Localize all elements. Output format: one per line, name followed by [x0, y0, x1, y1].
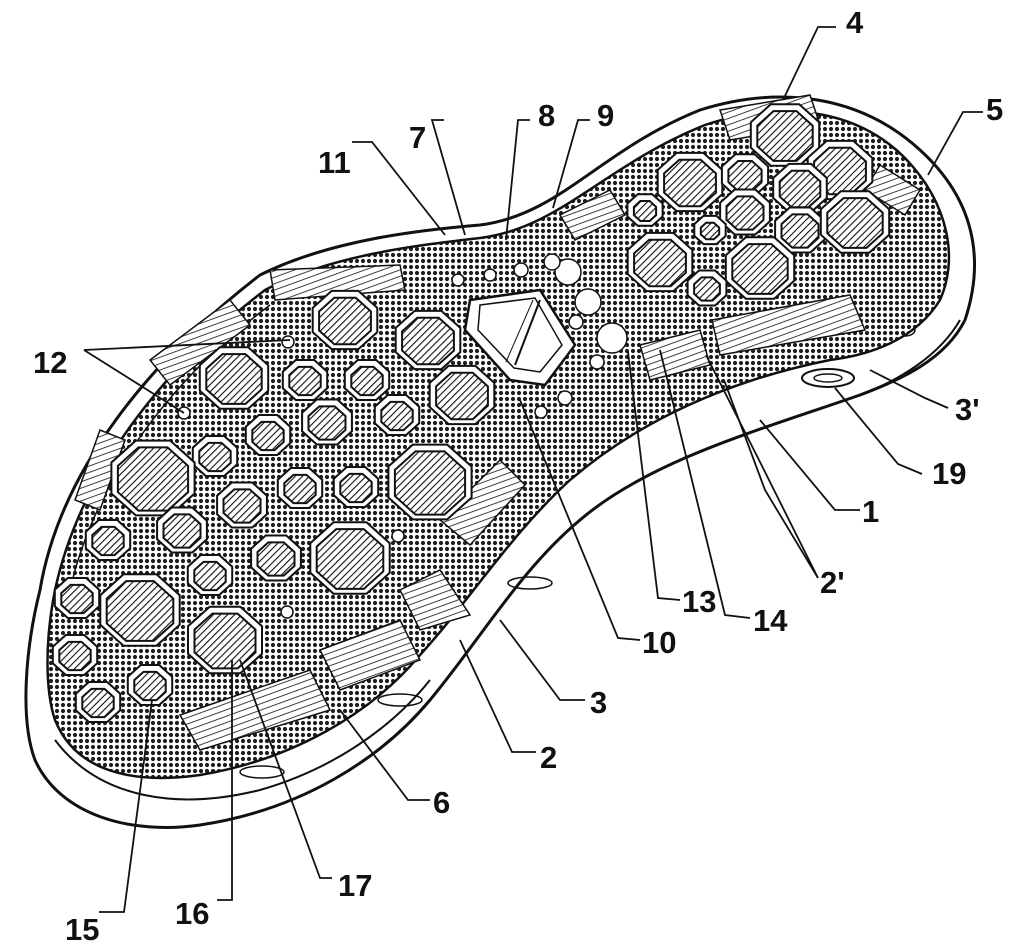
octagon-stud [186, 554, 234, 596]
octagon-stud [693, 214, 727, 246]
leader-5 [927, 111, 983, 176]
octagon-studs [51, 103, 891, 723]
leader-3-prime [869, 369, 949, 409]
leader-9 [552, 119, 590, 209]
octagon-stud [719, 188, 771, 236]
octagon-stud [720, 153, 770, 197]
leader-11 [352, 141, 446, 236]
ref-label-5: 5 [986, 92, 1003, 127]
leader-lines [83, 26, 983, 913]
ref-label-16: 16 [175, 896, 209, 931]
leader-14 [659, 349, 751, 619]
octagon-stud [819, 190, 891, 254]
ref-label-9: 9 [597, 98, 614, 133]
octagon-stud [309, 521, 391, 595]
ref-label-7: 7 [409, 120, 426, 155]
octagon-stud [772, 162, 828, 214]
ref-label-13: 13 [682, 584, 716, 619]
ref-label-11: 11 [318, 145, 351, 180]
leader-6 [339, 709, 430, 801]
central-window [463, 288, 577, 387]
octagon-stud [156, 506, 208, 554]
ref-label-8: 8 [538, 98, 555, 133]
ref-label-4: 4 [846, 5, 864, 40]
ref-label-15: 15 [65, 912, 99, 947]
octagon-stud [276, 467, 324, 509]
octagon-stud [99, 573, 181, 647]
leader-12a [83, 339, 291, 351]
octagon-stud [244, 414, 292, 456]
leader-12b [83, 349, 185, 414]
leader-10 [519, 399, 641, 641]
octagon-stud [626, 193, 664, 227]
ref-label-1: 1 [862, 494, 879, 529]
octagon-stud [394, 309, 462, 371]
octagon-stud [656, 151, 724, 213]
leader-2 [459, 639, 536, 753]
leader-4 [782, 26, 836, 101]
octagon-stud [187, 605, 263, 675]
octagon-stud [250, 534, 302, 582]
octagon-stud [216, 481, 268, 529]
octagon-stud [191, 435, 239, 477]
octagon-stud [281, 359, 329, 401]
octagon-stud [84, 519, 132, 561]
octagon-stud [74, 681, 122, 723]
octagon-stud [198, 346, 270, 410]
octagon-stud [774, 206, 826, 254]
leader-1 [759, 419, 860, 511]
octagon-stud [686, 269, 728, 307]
ref-label-14: 14 [753, 603, 788, 638]
octagon-stud [343, 359, 391, 401]
octagon-stud [301, 398, 353, 446]
octagon-stud [626, 231, 694, 293]
leader-8 [505, 119, 530, 241]
octagon-stud [724, 236, 796, 300]
round-holes [177, 253, 628, 619]
ref-label-2: 2 [540, 740, 557, 775]
leader-17 [239, 659, 332, 879]
octagon-stud [126, 664, 174, 706]
octagon-stud [332, 466, 380, 508]
ref-label-6: 6 [433, 785, 450, 820]
leader-7 [430, 119, 466, 236]
leader-13 [627, 351, 681, 601]
leader-19 [834, 387, 923, 475]
ref-label-3-prime: 3' [955, 392, 980, 427]
leader-16 [217, 660, 233, 901]
ref-label-10: 10 [642, 625, 676, 660]
ref-label-3: 3 [590, 685, 607, 720]
reference-labels: 1 2 2' 3 3' 4 5 6 7 8 9 10 11 12 13 14 1… [33, 5, 1003, 947]
leader-3 [499, 619, 585, 701]
octagon-stud [110, 439, 196, 517]
ref-label-17: 17 [338, 868, 372, 903]
ref-label-12: 12 [33, 345, 67, 380]
ref-label-2-prime: 2' [820, 565, 845, 600]
octagon-stud [387, 443, 473, 521]
octagon-stud [428, 364, 496, 426]
leader-15 [99, 699, 153, 913]
leader-2-prime-b [705, 354, 819, 579]
octagon-stud [51, 634, 99, 676]
ref-label-19: 19 [932, 456, 966, 491]
octagon-stud [311, 289, 379, 351]
octagon-stud [373, 394, 421, 436]
octagon-stud [53, 577, 101, 619]
